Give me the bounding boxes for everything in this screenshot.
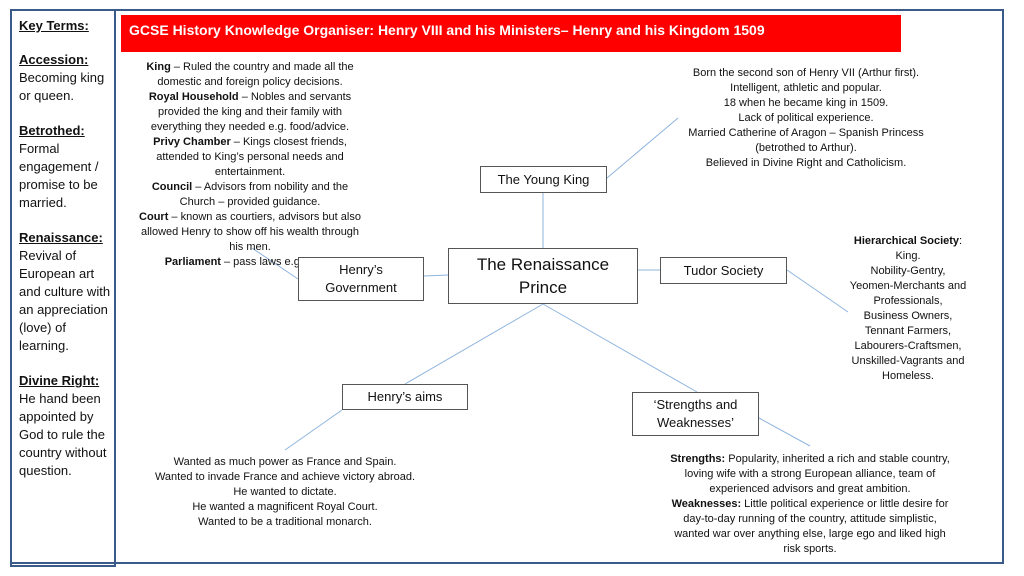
government-term-item: Court – known as courtiers, advisors but… (139, 211, 361, 253)
term-betrothed: Betrothed: Formal engagement / promise t… (19, 122, 114, 212)
government-terms: King – Ruled the country and made all th… (133, 60, 367, 270)
connector-strengths (542, 303, 698, 393)
aim-item: Wanted to be a traditional monarch. (198, 516, 372, 528)
term-divine-right: Divine Right: He hand been appointed by … (19, 372, 114, 480)
key-terms-heading: Key Terms: (19, 18, 89, 33)
aim-item: Wanted to invade France and achieve vict… (154, 471, 416, 483)
node-strengths-weaknesses: ‘Strengths and Weaknesses’ (632, 392, 759, 436)
fact-item: Intelligent, athletic and popular. (730, 82, 882, 94)
aim-item: He wanted a magnificent Royal Court. (192, 501, 378, 513)
society-level: King. (895, 250, 921, 262)
young-king-facts: Born the second son of Henry VII (Arthur… (676, 66, 936, 171)
connector-government (423, 274, 450, 277)
fact-item: Born the second son of Henry VII (Arthur… (692, 67, 920, 79)
weaknesses-paragraph: Weaknesses: Little political experience … (671, 498, 949, 555)
government-term-item: King – Ruled the country and made all th… (146, 61, 354, 88)
society-level: Unskilled-Vagrants and Homeless. (851, 355, 965, 382)
term-title: Accession: (19, 52, 89, 67)
society-hierarchy: Hierarchical Society: King. Nobility-Gen… (846, 234, 970, 384)
node-young-king: The Young King (480, 166, 607, 193)
connector-government-terms (251, 247, 299, 280)
term-description: Becoming king or queen. (19, 70, 105, 103)
society-level: Nobility-Gentry, (870, 265, 946, 277)
aim-item: Wanted as much power as France and Spain… (173, 456, 397, 468)
node-aims: Henry’s aims (342, 384, 468, 410)
term-description: Revival of European art and culture with… (19, 248, 111, 353)
fact-item: Lack of political experience. (738, 112, 874, 124)
term-title: Renaissance: (19, 230, 103, 245)
society-title: Hierarchical Society: (853, 235, 963, 247)
term-title: Betrothed: (19, 123, 85, 138)
society-level: Business Owners, (863, 310, 953, 322)
aims-list: Wanted as much power as France and Spain… (140, 455, 430, 530)
node-tudor-society: Tudor Society (660, 257, 787, 284)
fact-item: Married Catherine of Aragon – Spanish Pr… (688, 127, 924, 154)
term-renaissance: Renaissance: Revival of European art and… (19, 229, 114, 355)
page-title: GCSE History Knowledge Organiser: Henry … (121, 15, 901, 52)
term-description: Formal engagement / promise to be marrie… (19, 141, 99, 210)
connector-strengths-list (758, 417, 811, 447)
term-title: Divine Right: (19, 373, 100, 388)
key-terms-sidebar: Key Terms: Accession: Becoming king or q… (10, 9, 116, 567)
node-renaissance-prince: The Renaissance Prince (448, 248, 638, 304)
society-level: Labourers-Craftsmen, (854, 340, 962, 352)
government-term-item: Royal Household – Nobles and servants pr… (148, 91, 352, 133)
connector-society-list (786, 269, 849, 313)
government-term-item: Privy Chamber – Kings closest friends, a… (153, 136, 347, 178)
fact-item: 18 when he became king in 1509. (723, 97, 889, 109)
node-government: Henry’s Government (298, 257, 424, 301)
term-accession: Accession: Becoming king or queen. (19, 51, 114, 105)
term-description: He hand been appointed by God to rule th… (19, 391, 107, 478)
society-level: Yeomen-Merchants and Professionals, (849, 280, 967, 307)
connector-young-king-facts (606, 117, 679, 179)
connector-aims-list (284, 409, 343, 451)
fact-item: Believed in Divine Right and Catholicism… (705, 157, 907, 169)
connector-aims (404, 303, 544, 385)
aim-item: He wanted to dictate. (233, 486, 337, 498)
government-term-item: Council – Advisors from nobility and the… (151, 181, 349, 208)
strengths-weaknesses-text: Strengths: Popularity, inherited a rich … (668, 452, 952, 557)
strengths-paragraph: Strengths: Popularity, inherited a rich … (670, 453, 950, 495)
society-level: Tennant Farmers, (864, 325, 952, 337)
